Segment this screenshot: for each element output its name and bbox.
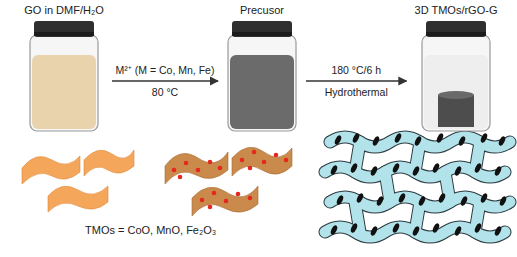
vial-shape (26, 21, 102, 133)
condition-label: M²⁺ (M = Co, Mn, Fe) (115, 64, 216, 76)
vial: 3D TMOs/rGO-G (413, 4, 500, 133)
condition-label: Hydrothermal (324, 86, 389, 98)
note-text: TMOs = CoO, MnO, Fe₂O₃ (84, 224, 217, 236)
vial: GO in DMF/H₂O (22, 4, 106, 133)
3d-network (325, 132, 510, 237)
precursor-sheets (165, 147, 292, 216)
vial-label: Precusor (224, 4, 300, 17)
vial-label: GO in DMF/H₂O (22, 4, 106, 17)
process-arrow (112, 80, 218, 81)
vial-shape (418, 21, 494, 133)
vial: Precusor (224, 4, 300, 133)
process-arrow (306, 80, 407, 81)
condition-label: 80 °C (151, 86, 179, 98)
vial-shape (224, 21, 300, 133)
vial-label: 3D TMOs/rGO-G (413, 4, 500, 17)
go-sheets (22, 150, 134, 212)
condition-label: 180 °C/6 h (330, 64, 382, 76)
